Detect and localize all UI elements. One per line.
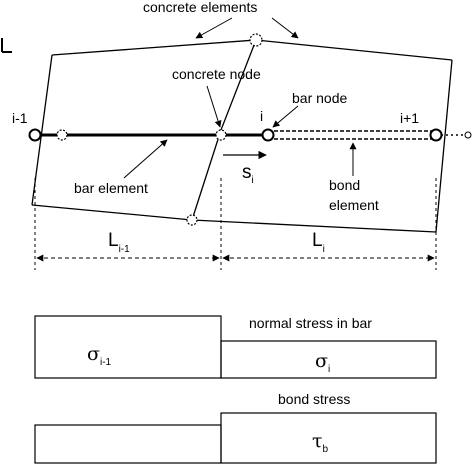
bar-node-arrow (272, 105, 299, 128)
sigma-i-minus-1-label: σi-1 (87, 343, 112, 368)
bar-node-i (261, 128, 275, 142)
bond-element-label-line2: element (329, 197, 379, 213)
normal-stress-diagram (34, 315, 437, 379)
concrete-node-top (249, 33, 263, 47)
length-left-label: Li-1 (108, 230, 130, 255)
concrete-elements-label: concrete elements (143, 0, 257, 15)
concrete-elements-arrow-left (195, 17, 233, 39)
concrete-node-label: concrete node (172, 66, 261, 82)
bar-node-i-minus-1 (28, 128, 42, 142)
node-label-i: i (260, 108, 263, 124)
bar-node-i-plus-1 (429, 128, 443, 142)
normal-stress-label: normal stress in bar (249, 315, 372, 331)
bar-element-arrow (123, 139, 168, 179)
concrete-node-bottom (186, 214, 198, 226)
node-label-i-plus-1: i+1 (400, 110, 419, 126)
next-concrete-node (464, 131, 472, 139)
sigma-i-label: σi (315, 350, 330, 375)
corner-mark (1, 38, 12, 53)
node-label-i-minus-1: i-1 (12, 110, 28, 126)
bond-stress-label: bond stress (278, 391, 350, 407)
concrete-node-arrow (206, 85, 222, 128)
concrete-elements-arrow-right (271, 17, 299, 39)
length-right-label: Li (312, 230, 325, 255)
bond-element-label-line1: bond (329, 177, 360, 193)
bond-element-lines (268, 130, 436, 140)
bond-stress-diagram (34, 412, 437, 464)
bar-node-label: bar node (292, 90, 347, 106)
concrete-node-middle (215, 129, 227, 141)
slip-label: si (242, 162, 254, 186)
concrete-node-left (56, 129, 68, 141)
tau-b-label: τb (312, 430, 329, 455)
bar-element-label: bar element (74, 180, 148, 196)
